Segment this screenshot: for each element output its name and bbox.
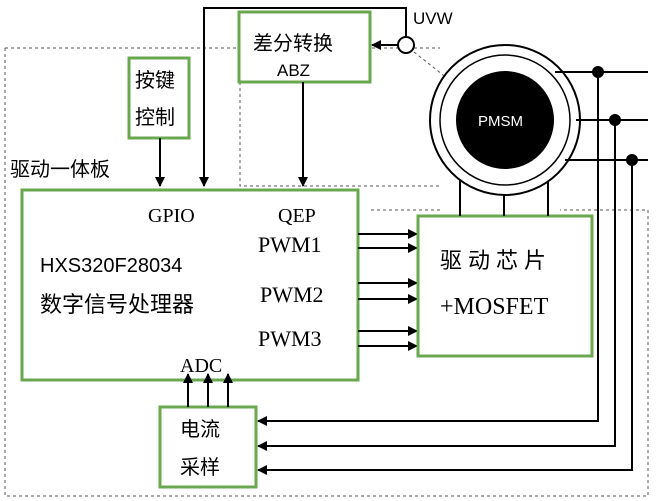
- driver-board-label: 驱动一体板: [10, 157, 110, 181]
- key-control-label-2: 控制: [135, 105, 175, 129]
- current-feedback-lines: [257, 72, 633, 475]
- adc-arrows: [183, 373, 233, 407]
- abz-label: ABZ: [277, 61, 310, 80]
- diff-converter-block: [237, 10, 372, 84]
- uvw-to-gpio-line: [199, 7, 407, 187]
- mosfet-label: +MOSFET: [440, 294, 549, 320]
- gpio-label: GPIO: [148, 205, 195, 227]
- diff-converter-label: 差分转换: [253, 31, 333, 55]
- feedback-line-w: [257, 160, 633, 475]
- dsp-desc-label: 数字信号处理器: [40, 293, 194, 318]
- feedback-line-v: [257, 120, 616, 451]
- adc-label: ADC: [180, 355, 222, 377]
- pmsm-label: PMSM: [478, 113, 523, 130]
- uvw-label: UVW: [413, 9, 453, 28]
- encoder-connector-circle: [397, 36, 415, 54]
- encoder-dashed-path: [239, 82, 440, 187]
- encoder-to-motor-dashed: [413, 51, 463, 91]
- pwm3-label: PWM3: [258, 326, 322, 351]
- driver-chip-label: 驱动芯片: [440, 249, 552, 274]
- current-sample-block: [158, 405, 258, 489]
- pwm1-label: PWM1: [258, 232, 322, 257]
- key-control-block: [127, 56, 191, 140]
- pmsm-motor-core: [456, 71, 554, 169]
- feedback-line-u: [257, 72, 599, 426]
- driver-chip-block: [416, 214, 594, 358]
- current-sample-label-2: 采样: [180, 455, 220, 479]
- pwm2-label: PWM2: [260, 282, 324, 307]
- qep-label: QEP: [278, 205, 316, 227]
- current-sample-label-1: 电流: [180, 417, 220, 441]
- key-control-label-1: 按键: [135, 68, 175, 92]
- dsp-block: [20, 188, 360, 382]
- dsp-model-label: HXS320F28034: [40, 255, 182, 277]
- pwm-arrows: [358, 229, 418, 351]
